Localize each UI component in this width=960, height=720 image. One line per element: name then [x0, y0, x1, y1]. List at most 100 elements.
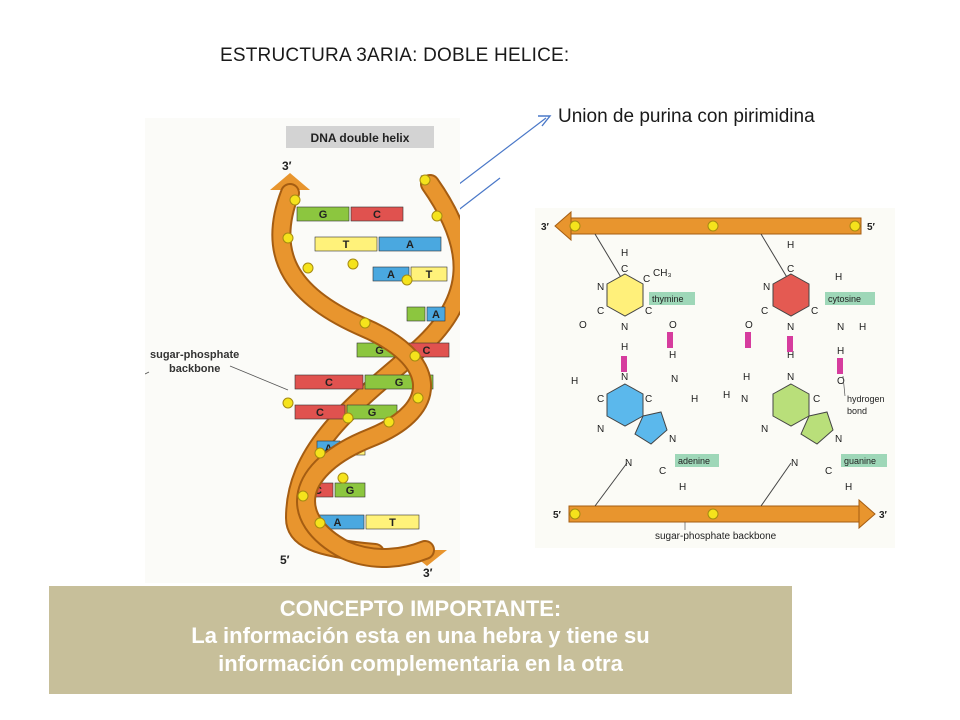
base-letter: T [343, 239, 350, 251]
adenine-label: adenine [678, 456, 710, 466]
phosphate-dot [359, 317, 371, 329]
top-strand-end-left: 3′ [541, 222, 550, 233]
hydrogen-bond-icon [745, 332, 751, 348]
hydrogen-bond-label-line2: bond [847, 406, 867, 416]
concept-line-2: información complementaria en la otra [218, 651, 623, 676]
backbone-label-line2: backbone [169, 363, 220, 375]
atom-label: C [813, 394, 820, 405]
helix-header-box [286, 126, 434, 148]
atom-label: O [579, 320, 587, 331]
hydrogen-bond-icon [787, 336, 793, 352]
atom-label: O [669, 320, 677, 331]
atom-label: C [597, 394, 604, 405]
atom-label: N [671, 374, 678, 385]
atom-label: N [741, 394, 748, 405]
pointer-label: Union de purina con pirimidina [558, 106, 815, 127]
atom-label: H [845, 482, 852, 493]
phosphate-dot [289, 194, 301, 206]
atom-label: N [787, 322, 794, 333]
atom-label: N [669, 434, 676, 445]
base-left [314, 236, 378, 252]
base-letter: C [316, 407, 324, 419]
atom-label: O [837, 376, 845, 387]
backbone-label: sugar-phosphate backbone [655, 531, 777, 542]
phosphate-dots [282, 174, 443, 529]
phosphate-dot [282, 397, 294, 409]
atom-label: N [761, 424, 768, 435]
base-left [406, 306, 426, 322]
hydrogen-bond-icon [667, 332, 673, 348]
end-label-top-left: 3′ [282, 159, 292, 173]
base-left [372, 266, 410, 282]
thymine-sugar-link [594, 233, 626, 285]
atom-label: H [723, 390, 730, 401]
base-pair: A [406, 306, 446, 322]
adenine-label-box [675, 454, 719, 467]
base-right [365, 514, 420, 530]
atom-label: C [645, 394, 652, 405]
base-right [334, 482, 366, 498]
atom-label: N [787, 372, 794, 383]
thymine-label-box [649, 292, 695, 305]
atom-label: H [787, 240, 794, 251]
top-strand-end-right: 5′ [867, 222, 876, 233]
base-pairing-figure: 3′ 5′ 5′ 3′ sugar-phosphate backbone H C… [535, 208, 895, 548]
cytosine-label: cytosine [828, 294, 861, 304]
cytosine-sugar-link [760, 233, 792, 285]
phosphate-dot [401, 274, 413, 286]
atom-label: H [743, 372, 750, 383]
backbone-label-tick [145, 371, 150, 375]
phosphate-dot [342, 412, 354, 424]
hydrogen-bond-leader [842, 375, 846, 397]
phosphate-dot [314, 447, 326, 459]
atom-label: H [669, 350, 676, 361]
guanine-ring-five [800, 411, 834, 445]
base-letter: T [389, 517, 396, 529]
atom-label: N [835, 434, 842, 445]
atom-label: H [835, 272, 842, 283]
concept-line-1: La información esta en una hebra y tiene… [191, 623, 650, 648]
hydrogen-bonds [621, 332, 843, 374]
phosphate-dot [383, 416, 395, 428]
base-right [410, 266, 448, 282]
base-letter: G [395, 377, 404, 389]
top-end-marker-icon [270, 173, 310, 190]
atom-label: H [571, 376, 578, 387]
atom-label: N [621, 322, 628, 333]
atom-label: H [787, 350, 794, 361]
base-letter: T [426, 269, 433, 281]
atom-label: H [837, 346, 844, 357]
atom-label: C [659, 466, 666, 477]
atom-label: H [621, 248, 628, 259]
base-left [294, 404, 346, 420]
atom-label: N [791, 458, 798, 469]
phosphate-dot [314, 517, 326, 529]
methyl-label: CH₃ [653, 268, 672, 279]
end-label-bottom-left: 5′ [280, 553, 290, 567]
atom-label: N [597, 424, 604, 435]
base-left [296, 206, 350, 222]
phosphate-dot [569, 220, 581, 232]
atom-label: C [597, 306, 604, 317]
pairing-figure-background [535, 208, 895, 548]
atom-label: H [679, 482, 686, 493]
adenine-ring-six [606, 383, 644, 427]
base-letter: G [368, 407, 377, 419]
helix-header: DNA double helix [311, 131, 410, 145]
base-letter: C [314, 485, 322, 497]
bottom-strand-arrow-icon [858, 498, 876, 530]
phosphate-dot [707, 508, 719, 520]
base-right [426, 306, 446, 322]
phosphate-dot [297, 490, 309, 502]
thymine-label: thymine [652, 294, 684, 304]
slide-title: ESTRUCTURA 3ARIA: DOBLE HELICE: [220, 45, 570, 66]
phosphate-dot [412, 392, 424, 404]
phosphate-dot [569, 508, 581, 520]
base-letter: C [423, 345, 431, 357]
cytosine-ring [772, 273, 810, 317]
guanine-label: guanine [844, 456, 876, 466]
